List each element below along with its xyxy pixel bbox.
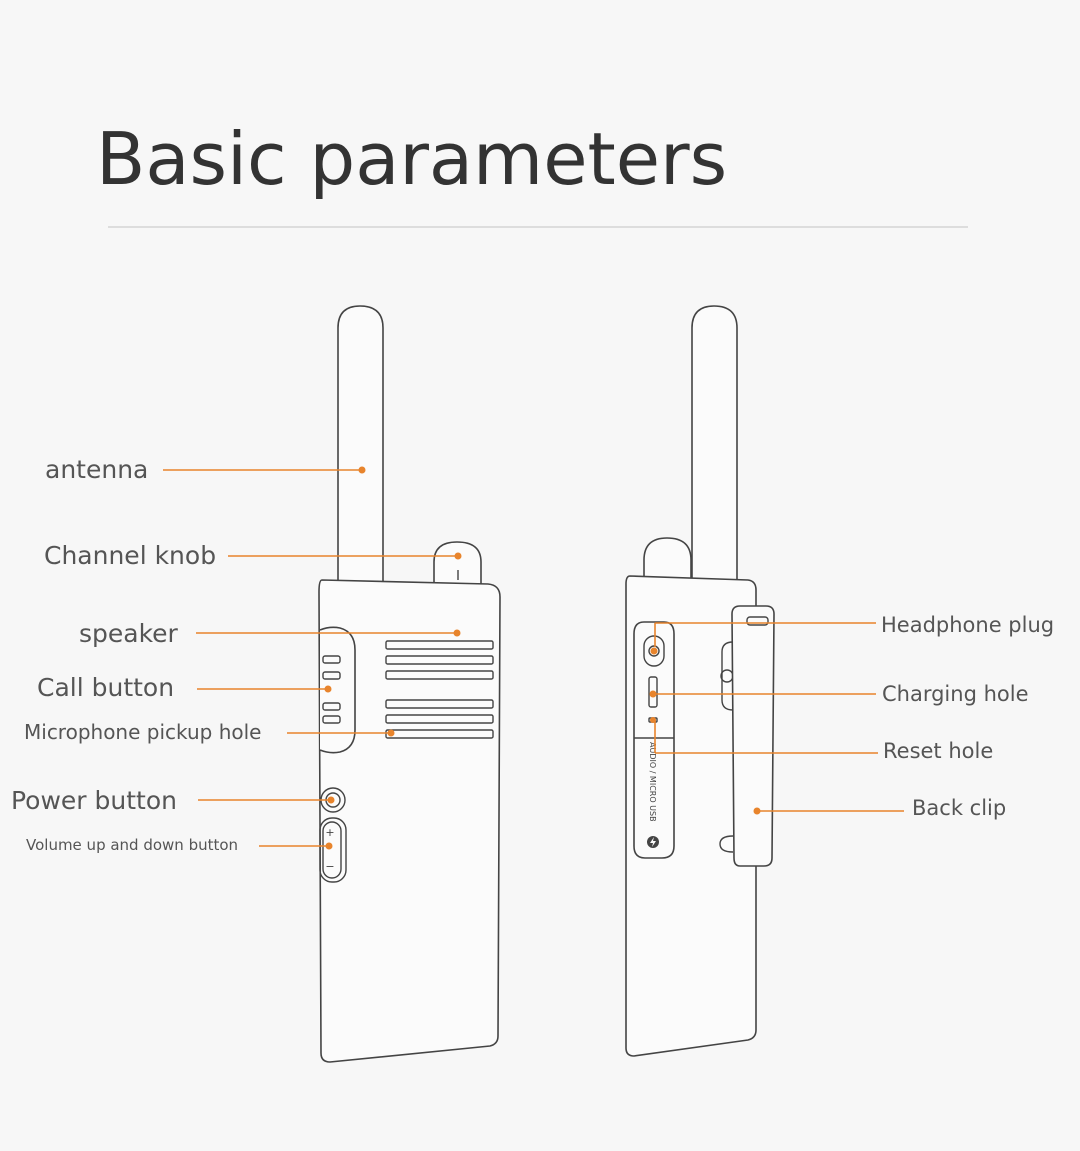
dot-volume: [325, 842, 333, 850]
dot-channel-knob: [454, 552, 462, 560]
label-speaker: speaker: [79, 619, 179, 648]
label-power-button: Power button: [11, 786, 177, 815]
headphone-jack: [643, 635, 665, 667]
label-headphone: Headphone plug: [881, 613, 1054, 637]
clip-hinge-top: [721, 641, 734, 711]
volume-rocker: + −: [319, 817, 347, 883]
label-microphone: Microphone pickup hole: [24, 720, 262, 744]
side-view-device: AUDIO / MICRO USB: [625, 305, 775, 1057]
volume-plus-mark: +: [325, 826, 334, 839]
clip-slot: [746, 616, 769, 626]
dot-power-button: [327, 796, 335, 804]
label-volume: Volume up and down button: [26, 836, 238, 854]
volume-minus-mark: −: [325, 860, 334, 873]
dot-antenna: [358, 466, 366, 474]
label-call-button: Call button: [37, 673, 174, 702]
page-title: Basic parameters: [96, 117, 727, 201]
port-cover: [633, 621, 675, 859]
side-labels: Headphone plug Charging hole Reset hole …: [881, 613, 1054, 820]
front-antenna: [337, 305, 384, 591]
front-leader-lines: [163, 466, 462, 850]
dot-back-clip: [753, 807, 761, 815]
dot-speaker: [453, 629, 461, 637]
side-antenna: [691, 305, 738, 591]
dot-headphone: [650, 647, 658, 655]
dot-charging: [649, 690, 657, 698]
front-channel-knob: [433, 541, 482, 595]
front-view-device: + −: [318, 305, 501, 1063]
dot-microphone: [387, 729, 395, 737]
lightning-icon: [647, 836, 659, 848]
speaker-grill: [385, 640, 494, 739]
dot-reset: [650, 717, 656, 723]
call-button-panel: [319, 626, 356, 754]
clip-hinge-bottom: [719, 835, 734, 853]
label-reset: Reset hole: [883, 739, 993, 763]
port-cover-label: AUDIO / MICRO USB: [648, 742, 657, 822]
dot-call-button: [324, 685, 332, 693]
front-labels: antenna Channel knob speaker Call button…: [11, 455, 262, 854]
side-leader-lines: [649, 622, 904, 815]
charging-port: [648, 676, 658, 708]
back-clip: [731, 605, 775, 867]
label-charging: Charging hole: [882, 682, 1029, 706]
call-button-slots: [322, 655, 341, 724]
label-antenna: antenna: [45, 455, 148, 484]
label-channel-knob: Channel knob: [44, 541, 216, 570]
label-back-clip: Back clip: [912, 796, 1006, 820]
